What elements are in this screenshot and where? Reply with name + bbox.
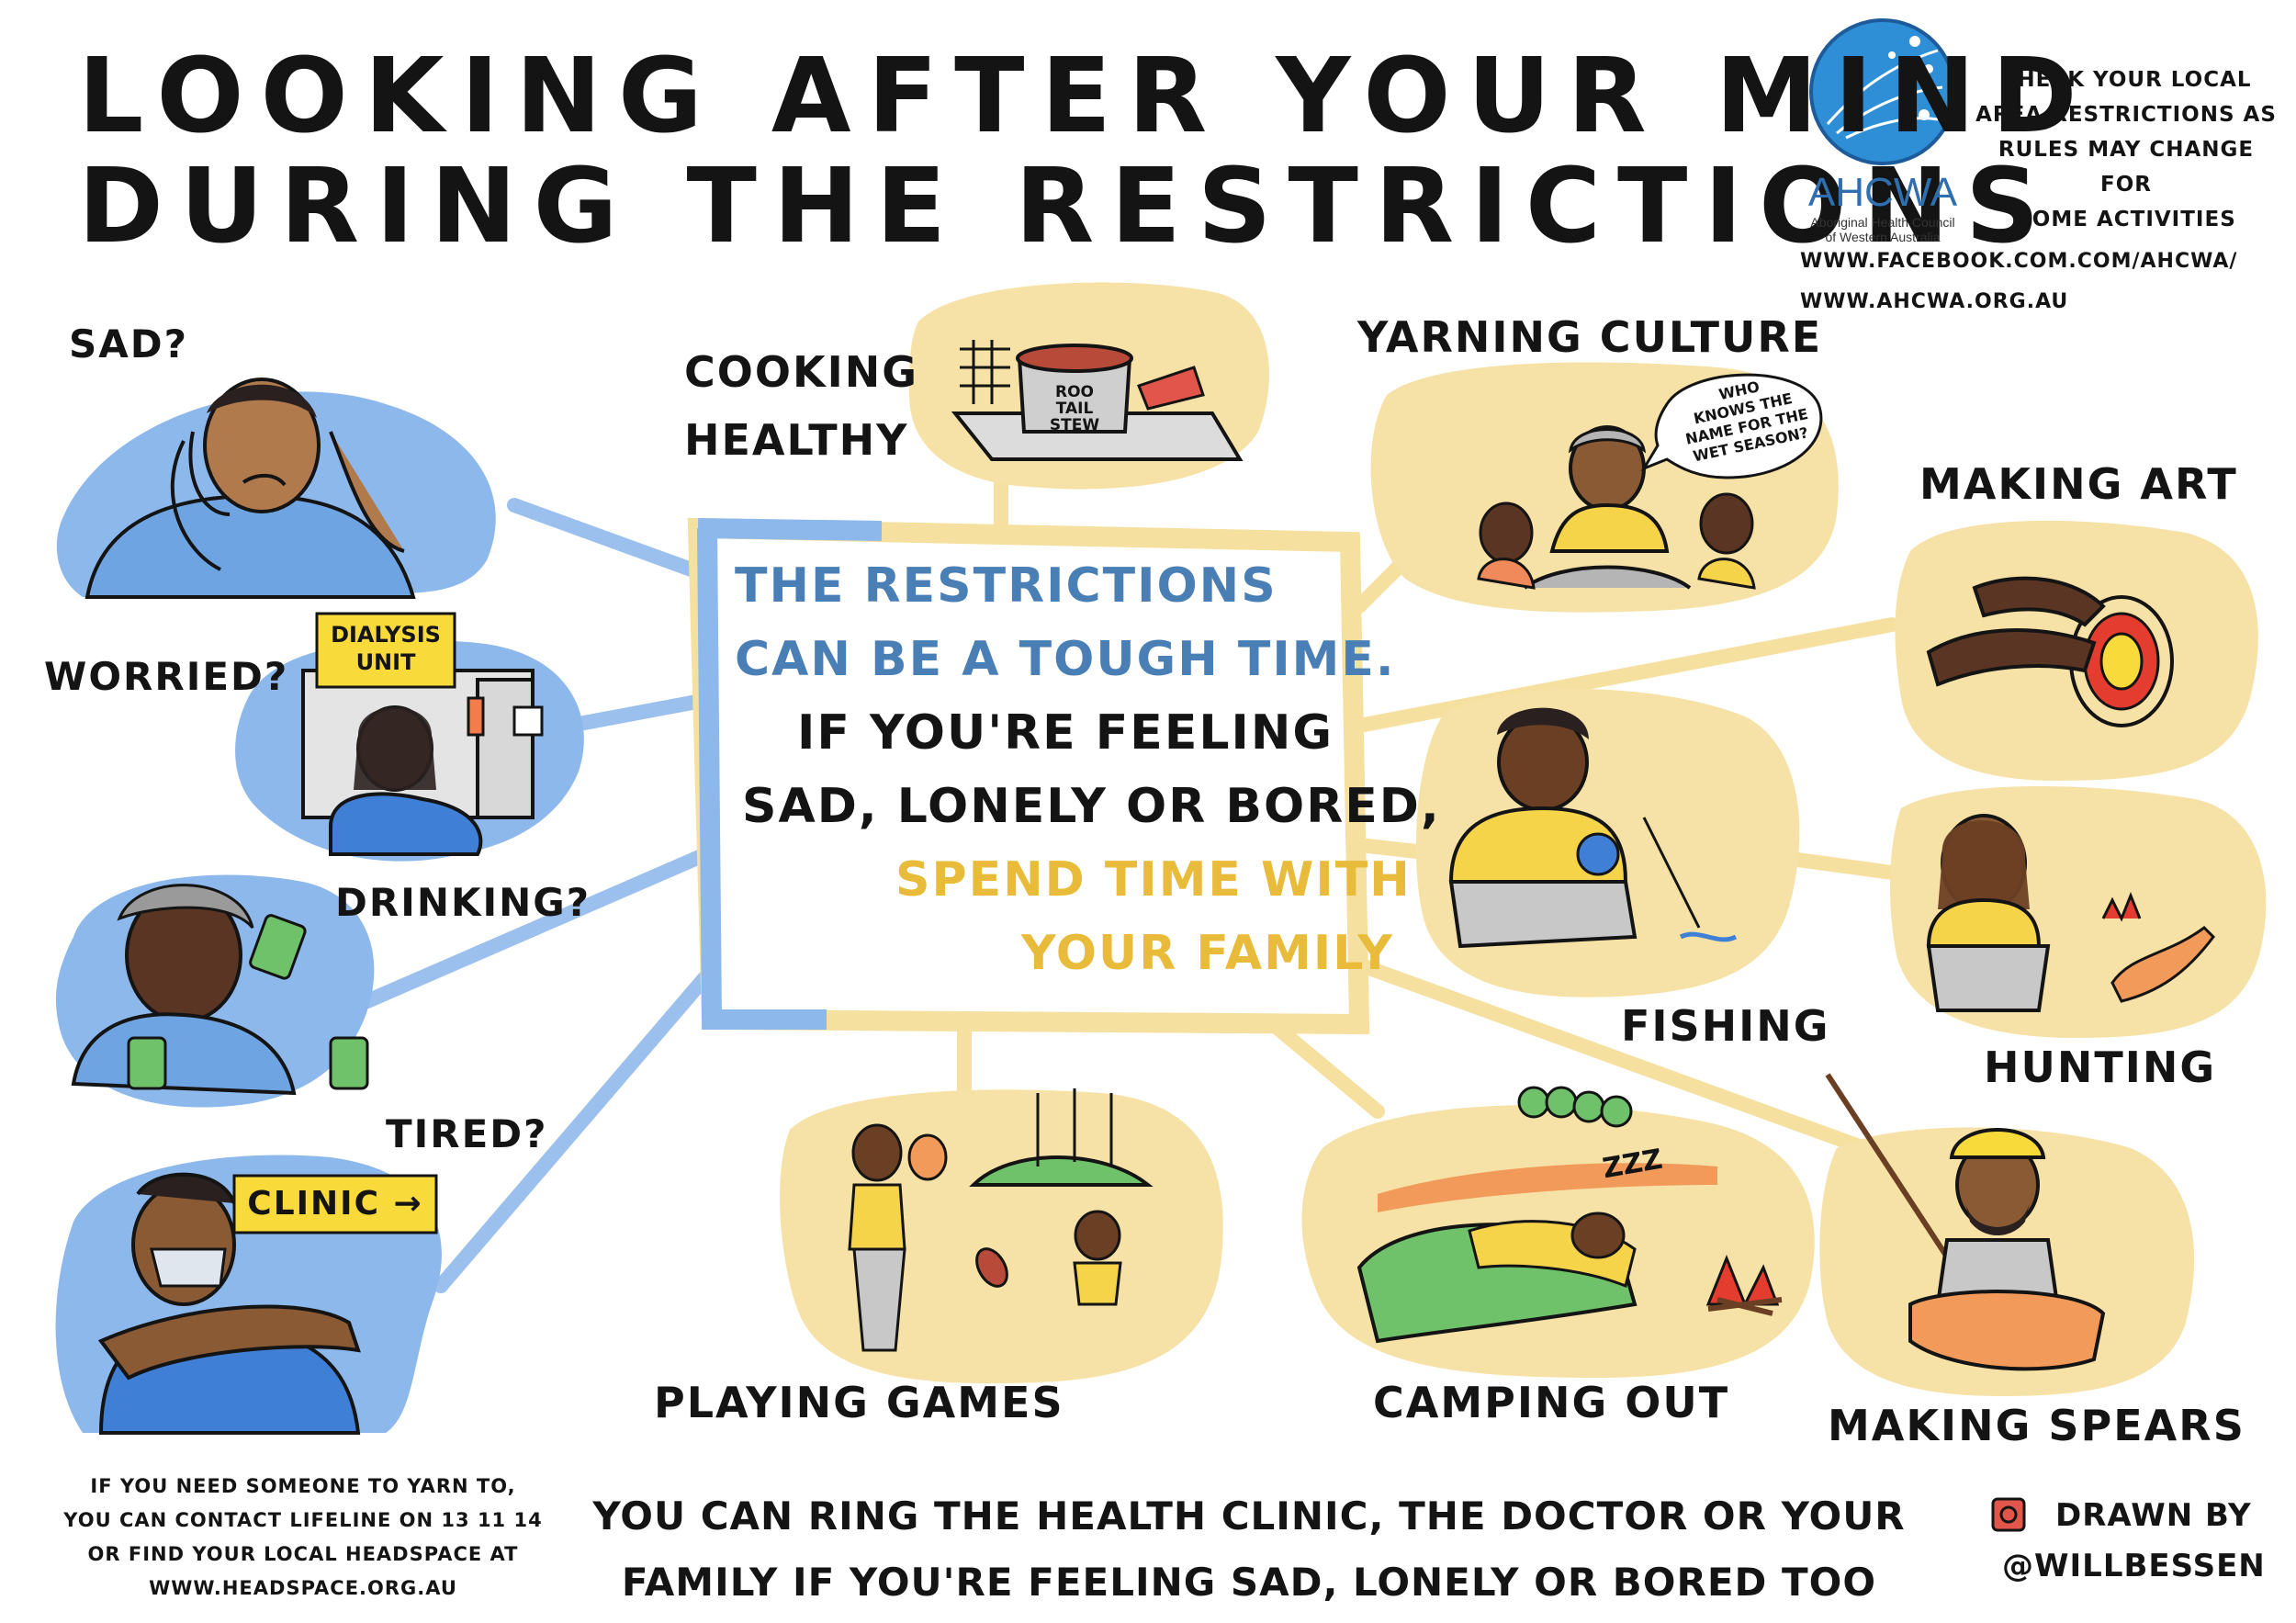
restrictions-note-line-1: CHECK YOUR LOCAL <box>2000 68 2252 92</box>
pot-label-line-3: STEW <box>1049 416 1100 434</box>
dialysis-sign <box>315 612 456 689</box>
facebook-link[interactable]: WWW.FACEBOOK.COM.COM/AHCWA/ <box>1800 250 2238 273</box>
label-sad: SAD? <box>69 321 188 366</box>
clinic-sign <box>232 1174 438 1234</box>
logo-subtitle: Aboriginal Health Council of Western Aus… <box>1800 215 1965 244</box>
pot-label-line-2: TAIL <box>1055 400 1094 418</box>
dialysis-sign-line-1: DIALYSIS <box>331 622 441 648</box>
lifeline-note: IF YOU NEED SOMEONE TO YARN TO, YOU CAN … <box>55 1470 551 1606</box>
lifeline-note-line-1: IF YOU NEED SOMEONE TO YARN TO, <box>90 1475 516 1497</box>
hunting-illustration <box>1890 786 2267 1038</box>
website-link[interactable]: WWW.AHCWA.ORG.AU <box>1800 290 2069 313</box>
label-worried: WORRIED? <box>44 654 289 699</box>
label-making-art: MAKING ART <box>1919 459 2238 509</box>
lifeline-note-line-4: WWW.HEADSPACE.ORG.AU <box>149 1577 457 1599</box>
fishing-illustration <box>1415 689 1800 997</box>
logo-subtitle-line-1: Aboriginal Health Council <box>1810 215 1955 230</box>
instagram-icon <box>1991 1497 2026 1532</box>
center-line-4: SAD, LONELY OR BORED, <box>742 779 1441 834</box>
bottom-message-line-2: FAMILY IF YOU'RE FEELING SAD, LONELY OR … <box>621 1560 1877 1605</box>
credit-handle[interactable]: @WILLBESSEN <box>2002 1548 2266 1584</box>
center-line-6: YOUR FAMILY <box>1021 926 1394 981</box>
label-camping-out: CAMPING OUT <box>1373 1378 1730 1427</box>
lifeline-note-line-3: OR FIND YOUR LOCAL HEADSPACE AT <box>87 1543 519 1565</box>
label-cooking-line-1: COOKING <box>684 347 918 397</box>
label-playing-games: PLAYING GAMES <box>654 1378 1064 1427</box>
cooking-illustration <box>909 282 1269 490</box>
center-line-2: CAN BE A TOUGH TIME. <box>735 632 1396 687</box>
label-tired: TIRED? <box>386 1111 548 1156</box>
camping-illustration <box>1301 1086 1815 1378</box>
pot-label: ROO TAIL STEW <box>1038 384 1111 434</box>
restrictions-note: CHECK YOUR LOCAL AREA RESTRICTIONS AS RU… <box>1975 62 2278 237</box>
center-box <box>687 517 1370 1035</box>
restrictions-note-line-2: AREA RESTRICTIONS AS <box>1975 103 2277 127</box>
blue-connectors <box>360 498 724 1293</box>
dialysis-sign-text: DIALYSIS UNIT <box>317 621 455 676</box>
logo-subtitle-line-2: of Western Australia <box>1825 230 1941 244</box>
bottom-message-line-1: YOU CAN RING THE HEALTH CLINIC, THE DOCT… <box>592 1493 1906 1538</box>
logo-name: AHCWA <box>1807 170 1958 215</box>
label-fishing: FISHING <box>1621 1001 1830 1051</box>
playing-games-illustration <box>780 1088 1223 1384</box>
label-making-spears: MAKING SPEARS <box>1828 1401 2245 1450</box>
dialysis-sign-line-2: UNIT <box>355 649 416 675</box>
label-cooking: COOKING HEALTHY <box>684 338 918 474</box>
lifeline-note-line-2: YOU CAN CONTACT LIFELINE ON 13 11 14 <box>63 1509 543 1531</box>
title-line-2: DURING THE RESTRICTIONS <box>78 147 2056 266</box>
label-hunting: HUNTING <box>1984 1043 2217 1092</box>
yarning-illustration <box>1370 362 1839 613</box>
center-line-3: IF YOU'RE FEELING <box>797 705 1334 761</box>
clinic-sign-text: CLINIC → <box>247 1185 423 1223</box>
ahcwa-logo-icon <box>1809 18 1956 165</box>
making-spears-illustration <box>1819 1073 2195 1396</box>
making-art-illustration <box>1895 520 2258 781</box>
center-line-5: SPEND TIME WITH <box>895 852 1412 907</box>
restrictions-note-line-4: SOME ACTIVITIES <box>2016 208 2236 231</box>
title-line-1: LOOKING AFTER YOUR MIND <box>78 37 2094 156</box>
sad-illustration <box>56 378 496 599</box>
worried-illustration <box>235 639 584 862</box>
drinking-illustration <box>55 874 375 1108</box>
credit-drawn-by: DRAWN BY <box>2055 1497 2252 1534</box>
restrictions-note-line-3: RULES MAY CHANGE FOR <box>1998 138 2255 197</box>
bottom-message: YOU CAN RING THE HEALTH CLINIC, THE DOCT… <box>588 1483 1910 1616</box>
label-cooking-line-2: HEALTHY <box>684 415 909 465</box>
pot-label-line-1: ROO <box>1055 383 1094 401</box>
center-line-1: THE RESTRICTIONS <box>735 558 1277 614</box>
label-drinking: DRINKING? <box>335 880 591 925</box>
label-yarning: YARNING CULTURE <box>1357 312 1823 362</box>
